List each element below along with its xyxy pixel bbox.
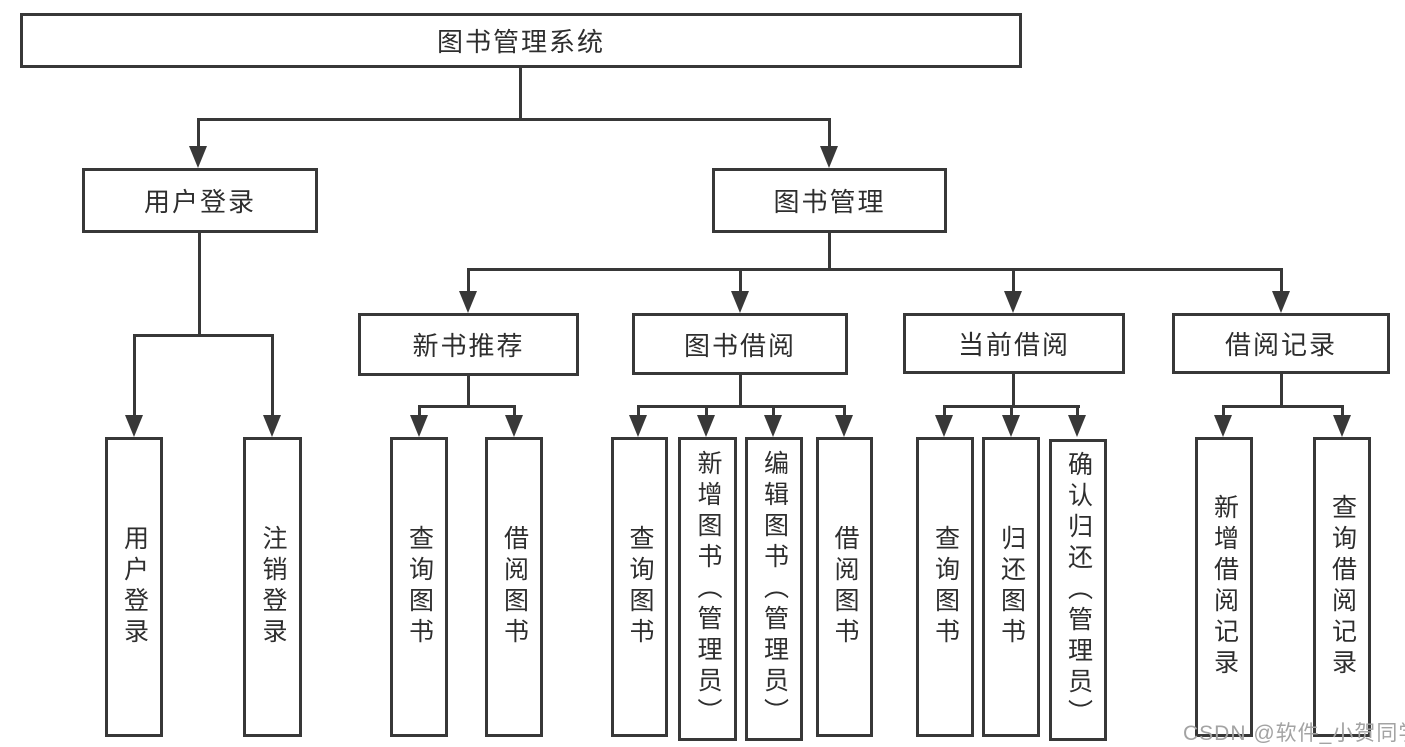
connector-drop: [943, 405, 946, 419]
arrow-down-icon: [410, 415, 428, 437]
node-label: 查询图书: [626, 525, 654, 649]
arrow-down-icon: [125, 415, 143, 437]
arrow-down-icon: [263, 415, 281, 437]
node-borrow-record: 借阅记录: [1172, 313, 1390, 374]
node-new-book-recommend: 新书推荐: [358, 313, 579, 376]
node-label: 当前借阅: [957, 330, 1070, 360]
arrow-down-icon: [1004, 291, 1022, 313]
leaf-query-book-borrow: 查询图书: [611, 437, 668, 737]
arrow-down-icon: [189, 146, 207, 168]
leaf-query-book-newrec: 查询图书: [390, 437, 448, 737]
connector-userlogin-rail: [133, 334, 274, 337]
leaf-user-login: 用户登录: [105, 437, 163, 737]
connector-drop: [1222, 405, 1225, 419]
leaf-query-book-current: 查询图书: [916, 437, 974, 737]
node-label: 查询图书: [405, 525, 434, 649]
connector-drop: [843, 405, 846, 419]
arrow-down-icon: [835, 415, 853, 437]
connector-newbook-stub: [467, 376, 470, 408]
node-label: 注销登录: [259, 525, 287, 649]
connector-newbook-rail: [418, 405, 516, 408]
connector-bookborrow-rail: [637, 405, 846, 408]
node-label: 借阅图书: [831, 525, 859, 649]
arrow-down-icon: [935, 415, 953, 437]
arrow-down-icon: [820, 146, 838, 168]
arrow-down-icon: [1068, 415, 1086, 437]
node-book-borrow: 图书借阅: [632, 313, 848, 375]
leaf-add-borrow-record: 新增借阅记录: [1195, 437, 1253, 737]
node-label: 编辑图书（管理员）: [760, 449, 789, 729]
node-label: 确认归还（管理员）: [1064, 450, 1093, 730]
leaf-query-borrow-record: 查询借阅记录: [1313, 437, 1371, 737]
node-label: 图书借阅: [683, 330, 796, 361]
node-label: 图书管理: [773, 187, 886, 217]
connector-bookmgmt-stub: [828, 233, 831, 271]
node-label: 新增图书（管理员）: [694, 449, 722, 729]
arrow-down-icon: [731, 291, 749, 313]
node-label: 归还图书: [997, 525, 1026, 649]
node-label: 新增借阅记录: [1210, 494, 1239, 680]
connector-drop: [418, 405, 421, 419]
node-label: 查询图书: [931, 525, 960, 649]
connector-drop: [705, 405, 708, 419]
node-label: 查询借阅记录: [1328, 494, 1357, 680]
arrow-down-icon: [629, 415, 647, 437]
connector-currentborrow-stub: [1012, 374, 1015, 408]
leaf-return-book: 归还图书: [982, 437, 1040, 737]
connector-drop-leaf-logout: [271, 334, 274, 418]
node-label: 用户登录: [143, 187, 256, 217]
connector-drop: [1076, 405, 1079, 419]
connector-borrowrecord-stub: [1280, 374, 1283, 408]
leaf-borrow-book-newrec: 借阅图书: [485, 437, 543, 737]
connector-drop: [772, 405, 775, 419]
connector-borrowrecord-rail: [1222, 405, 1344, 408]
arrow-down-icon: [697, 415, 715, 437]
node-book-management: 图书管理: [712, 168, 947, 233]
leaf-add-book-admin: 新增图书（管理员）: [678, 437, 737, 741]
leaf-borrow-book-borrow: 借阅图书: [816, 437, 873, 737]
arrow-down-icon: [459, 291, 477, 313]
node-label: 借阅记录: [1224, 330, 1337, 360]
connector-drop-bookborrow: [739, 268, 742, 294]
node-label: 借阅图书: [500, 525, 529, 649]
connector-userlogin-stub: [198, 233, 201, 337]
node-library-management-system: 图书管理系统: [20, 13, 1022, 68]
node-current-borrow: 当前借阅: [903, 313, 1125, 374]
leaf-logout: 注销登录: [243, 437, 302, 737]
connector-drop: [513, 405, 516, 419]
arrow-down-icon: [764, 415, 782, 437]
connector-drop-currentborrow: [1012, 268, 1015, 294]
node-label: 新书推荐: [412, 331, 525, 361]
node-label: 用户登录: [120, 525, 149, 649]
leaf-confirm-return-admin: 确认归还（管理员）: [1049, 439, 1107, 741]
arrow-down-icon: [1002, 415, 1020, 437]
connector-drop-user-login: [197, 118, 200, 150]
connector-drop-book-mgmt: [828, 118, 831, 150]
connector-root-rail: [197, 118, 831, 121]
arrow-down-icon: [1214, 415, 1232, 437]
connector-bookborrow-stub: [739, 375, 742, 408]
connector-drop: [1341, 405, 1344, 419]
node-label: 图书管理系统: [436, 27, 605, 57]
leaf-edit-book-admin: 编辑图书（管理员）: [745, 437, 803, 741]
connector-bookmgmt-rail: [467, 268, 1283, 271]
connector-drop: [1010, 405, 1013, 419]
connector-drop-newbook: [467, 268, 470, 294]
connector-root-stub: [519, 68, 522, 120]
arrow-down-icon: [1272, 291, 1290, 313]
connector-drop: [637, 405, 640, 419]
connector-drop-leaf-login: [133, 334, 136, 418]
arrow-down-icon: [1333, 415, 1351, 437]
csdn-watermark: CSDN @软件_小贺同学: [1183, 722, 1405, 745]
connector-drop-borrowrecord: [1280, 268, 1283, 294]
node-user-login: 用户登录: [82, 168, 318, 233]
arrow-down-icon: [505, 415, 523, 437]
